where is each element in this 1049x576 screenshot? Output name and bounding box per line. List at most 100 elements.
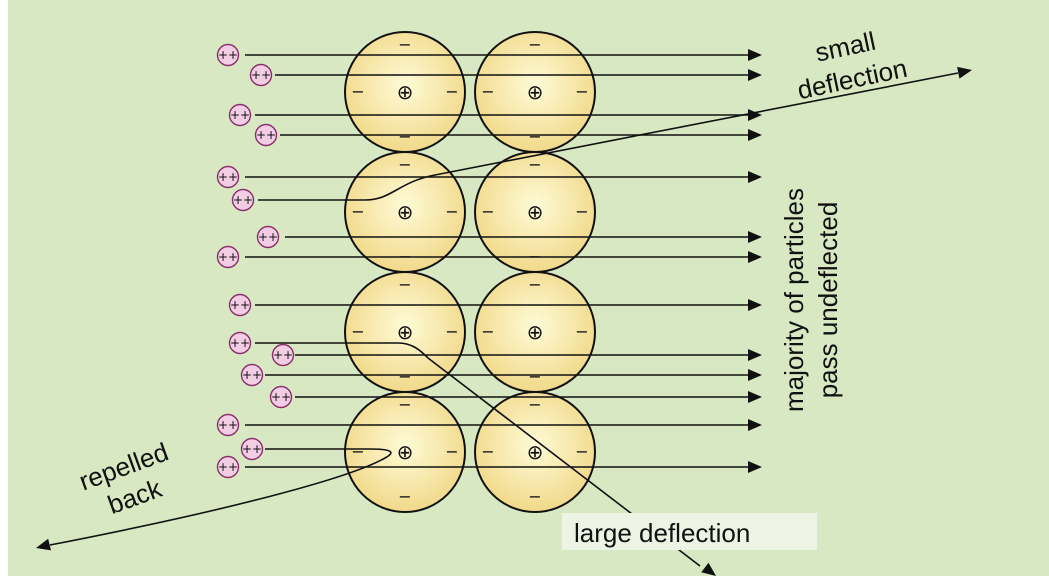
electron-icon: −: [481, 322, 494, 341]
electron-icon: −: [481, 202, 494, 221]
alpha-particle-icon: ++: [216, 455, 240, 479]
undeflected-path: [285, 231, 762, 243]
alpha-particle-icon: ++: [269, 385, 293, 409]
majority-line-1: majority of particles: [779, 188, 809, 412]
majority-label: majority of particles pass undeflected: [779, 188, 843, 412]
alpha-particle-icon: ++: [240, 363, 264, 387]
svg-text:++: ++: [256, 128, 276, 142]
atom-circle: [344, 391, 466, 513]
svg-text:++: ++: [242, 368, 262, 382]
nucleus-icon: ⊕: [397, 320, 414, 344]
nucleus-icon: ⊕: [397, 80, 414, 104]
electron-icon: −: [528, 35, 541, 54]
electron-icon: −: [398, 395, 411, 414]
large-deflection-path: [255, 342, 716, 576]
large-deflection-label-box: [562, 513, 817, 550]
svg-text:++: ++: [233, 193, 253, 207]
alpha-particle-icon: ++: [254, 123, 278, 147]
arrowhead: [748, 299, 762, 311]
svg-text:++: ++: [218, 250, 238, 264]
arrowhead: [748, 69, 762, 81]
electron-icon: −: [528, 275, 541, 294]
svg-text:++: ++: [271, 390, 291, 404]
atom: ⊕−−−−: [474, 151, 596, 273]
atom: ⊕−−−−: [344, 31, 466, 153]
electron-icon: −: [528, 127, 541, 146]
arrowhead: [748, 171, 762, 183]
alpha-particle-icon: ++: [228, 103, 252, 127]
arrowhead: [748, 391, 762, 403]
atom: ⊕−−−−: [474, 391, 596, 513]
atom: ⊕−−−−: [344, 271, 466, 393]
electron-icon: −: [351, 82, 364, 101]
electron-icon: −: [398, 155, 411, 174]
arrowhead: [748, 461, 762, 473]
electron-icon: −: [575, 322, 588, 341]
undeflected-path: [245, 461, 762, 473]
alpha-particle-icon: ++: [256, 225, 280, 249]
electron-icon: −: [398, 35, 411, 54]
particle-paths: [36, 49, 972, 576]
undeflected-path: [255, 109, 762, 121]
nucleus-icon: ⊕: [397, 440, 414, 464]
svg-text:++: ++: [258, 230, 278, 244]
electron-icon: −: [575, 82, 588, 101]
nucleus-icon: ⊕: [527, 200, 544, 224]
undeflected-path: [255, 299, 762, 311]
arrowhead: [748, 231, 762, 243]
electron-icon: −: [398, 275, 411, 294]
alpha-particle-icon: ++: [240, 437, 264, 461]
alpha-particle-icon: ++: [216, 245, 240, 269]
undeflected-path: [275, 69, 762, 81]
electron-icon: −: [575, 442, 588, 461]
alpha-particle-icon: ++: [249, 63, 273, 87]
repelled-back-path: [36, 448, 392, 551]
arrowhead: [36, 538, 52, 551]
svg-text:++: ++: [218, 418, 238, 432]
undeflected-path: [245, 419, 762, 431]
electron-icon: −: [481, 82, 494, 101]
electron-icon: −: [398, 487, 411, 506]
undeflected-path: [265, 369, 762, 381]
arrowhead: [701, 562, 716, 576]
svg-text:++: ++: [273, 348, 293, 362]
alpha-particle-icon: ++: [216, 165, 240, 189]
electron-icon: −: [528, 367, 541, 386]
small-deflection-label: small deflection: [795, 26, 910, 106]
alpha-particle-icon: ++: [231, 188, 255, 212]
arrowhead: [957, 66, 972, 79]
atom: ⊕−−−−: [474, 271, 596, 393]
electron-icon: −: [445, 442, 458, 461]
undeflected-path: [295, 391, 762, 403]
electron-icon: −: [528, 487, 541, 506]
alpha-particle-icon: ++: [216, 43, 240, 67]
svg-text:++: ++: [242, 442, 262, 456]
undeflected-path: [280, 129, 762, 141]
atom: ⊕−−−−: [344, 391, 466, 513]
arrowhead: [748, 49, 762, 61]
arrowhead: [748, 349, 762, 361]
electron-icon: −: [351, 202, 364, 221]
svg-text:++: ++: [230, 108, 250, 122]
large-deflection-label: large deflection: [574, 518, 750, 548]
nucleus-icon: ⊕: [527, 440, 544, 464]
arrowhead: [748, 129, 762, 141]
atom-grid: ⊕−−−−⊕−−−−⊕−−−−⊕−−−−⊕−−−−⊕−−−−⊕−−−−⊕−−−−: [344, 31, 596, 513]
electron-icon: −: [528, 395, 541, 414]
electron-icon: −: [575, 202, 588, 221]
electron-icon: −: [445, 322, 458, 341]
undeflected-path: [245, 171, 762, 183]
electron-icon: −: [528, 155, 541, 174]
nucleus-icon: ⊕: [527, 80, 544, 104]
svg-text:++: ++: [218, 460, 238, 474]
electron-icon: −: [398, 127, 411, 146]
nucleus-icon: ⊕: [397, 200, 414, 224]
electron-icon: −: [398, 367, 411, 386]
undeflected-path: [245, 251, 762, 263]
arrowhead: [748, 369, 762, 381]
alpha-particle-icon: ++: [228, 293, 252, 317]
undeflected-path: [295, 349, 762, 361]
svg-text:++: ++: [218, 48, 238, 62]
